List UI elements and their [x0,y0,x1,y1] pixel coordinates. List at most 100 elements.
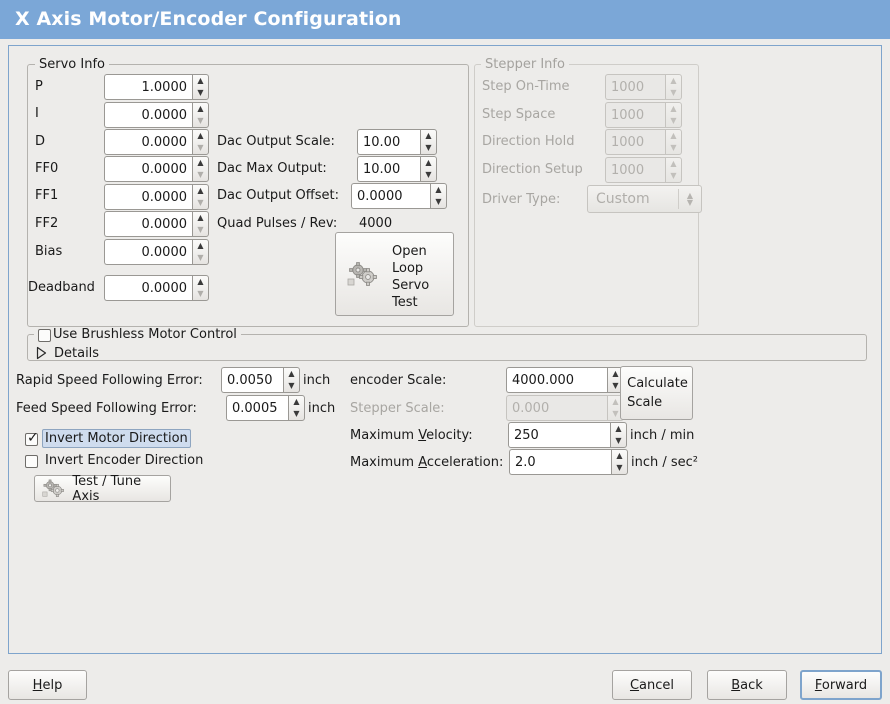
open-loop-servo-test-button[interactable]: Open Loop Servo Test [335,232,454,316]
dac-max-output-buttons[interactable]: ▲▼ [420,156,437,182]
servo-value-bias[interactable]: 0.0000 [104,239,192,265]
invert-encoder-checkbox[interactable] [25,455,38,468]
servo-spin-ff1[interactable]: 0.0000 ▲▼ [104,184,209,210]
invert-motor-focus-ring[interactable] [42,429,191,448]
servo-value-d[interactable]: 0.0000 [104,129,192,155]
spin-down-icon: ▼ [670,116,677,125]
servo-spin-d-buttons[interactable]: ▲▼ [192,129,209,155]
spin-down-icon[interactable]: ▼ [197,88,204,97]
spin-down-icon[interactable]: ▼ [197,289,204,298]
servo-value-ff0[interactable]: 0.0000 [104,156,192,182]
stepper-scale-spin: 0.000 ▲▼ [506,395,624,421]
servo-spin-ff2-buttons[interactable]: ▲▼ [192,211,209,237]
servo-spin-bias-buttons[interactable]: ▲▼ [192,239,209,265]
spin-up-icon[interactable]: ▲ [612,369,619,378]
spin-up-icon[interactable]: ▲ [293,397,300,406]
details-label[interactable]: Details [54,346,100,361]
brushless-checkbox[interactable] [38,329,51,342]
spin-up-icon[interactable]: ▲ [425,158,432,167]
spin-down-icon[interactable]: ▼ [197,116,204,125]
help-button[interactable]: Help [8,670,87,700]
invert-motor-label[interactable]: Invert Motor Direction [45,431,188,446]
encoder-scale-value[interactable]: 4000.000 [506,367,607,393]
spin-up-icon[interactable]: ▲ [197,241,204,250]
servo-spin-d[interactable]: 0.0000 ▲▼ [104,129,209,155]
spin-down-icon[interactable]: ▼ [425,143,432,152]
forward-button[interactable]: Forward [800,670,882,700]
back-button[interactable]: Back [707,670,787,700]
details-disclosure[interactable]: Details [36,344,126,364]
spin-down-icon[interactable]: ▼ [435,197,442,206]
dac-max-output-spin[interactable]: 10.00 ▲▼ [357,156,437,182]
spin-up-icon[interactable]: ▲ [425,131,432,140]
calculate-scale-button[interactable]: Calculate Scale [620,366,693,420]
step-on-time-buttons: ▲▼ [665,74,682,100]
servo-value-p[interactable]: 1.0000 [104,74,192,100]
spin-down-icon[interactable]: ▼ [288,381,295,390]
max-acceleration-buttons[interactable]: ▲▼ [611,449,628,475]
max-velocity-value[interactable]: 250 [508,422,610,448]
servo-value-deadband[interactable]: 0.0000 [104,275,192,301]
dac-output-offset-buttons[interactable]: ▲▼ [430,183,447,209]
servo-spin-ff1-buttons[interactable]: ▲▼ [192,184,209,210]
spin-down-icon[interactable]: ▼ [293,409,300,418]
feed-following-error-buttons[interactable]: ▲▼ [288,395,305,421]
spin-down-icon[interactable]: ▼ [612,381,619,390]
spin-down-icon[interactable]: ▼ [197,225,204,234]
spin-down-icon[interactable]: ▼ [197,170,204,179]
spin-down-icon[interactable]: ▼ [425,170,432,179]
servo-spin-p[interactable]: 1.0000 ▲▼ [104,74,209,100]
servo-value-ff2[interactable]: 0.0000 [104,211,192,237]
servo-spin-ff2[interactable]: 0.0000 ▲▼ [104,211,209,237]
servo-spin-deadband-buttons[interactable]: ▲▼ [192,275,209,301]
triangle-right-icon[interactable] [36,346,48,360]
spin-up-icon[interactable]: ▲ [288,369,295,378]
spin-down-icon[interactable]: ▼ [615,436,622,445]
spin-up-icon[interactable]: ▲ [197,213,204,222]
servo-spin-deadband[interactable]: 0.0000 ▲▼ [104,275,209,301]
spin-up-icon[interactable]: ▲ [197,131,204,140]
invert-encoder-label[interactable]: Invert Encoder Direction [45,453,204,468]
rapid-following-error-value[interactable]: 0.0050 [221,367,283,393]
spin-down-icon[interactable]: ▼ [616,463,623,472]
max-velocity-buttons[interactable]: ▲▼ [610,422,627,448]
invert-motor-checkbox[interactable]: ✓ [25,431,39,446]
spin-up-icon[interactable]: ▲ [435,185,442,194]
dac-output-offset-value[interactable]: 0.0000 [351,183,430,209]
cancel-button[interactable]: Cancel [612,670,692,700]
rapid-following-error-spin[interactable]: 0.0050 ▲▼ [221,367,300,393]
servo-spin-ff0-buttons[interactable]: ▲▼ [192,156,209,182]
dac-output-scale-buttons[interactable]: ▲▼ [420,129,437,155]
rapid-following-error-buttons[interactable]: ▲▼ [283,367,300,393]
max-acceleration-value[interactable]: 2.0 [509,449,611,475]
max-velocity-spin[interactable]: 250 ▲▼ [508,422,627,448]
encoder-scale-spin[interactable]: 4000.000 ▲ ▼ [506,367,624,393]
dac-max-output-value[interactable]: 10.00 [357,156,420,182]
spin-down-icon[interactable]: ▼ [197,143,204,152]
max-acceleration-spin[interactable]: 2.0 ▲▼ [509,449,628,475]
spin-up-icon[interactable]: ▲ [197,76,204,85]
servo-spin-bias[interactable]: 0.0000 ▲▼ [104,239,209,265]
servo-spin-i[interactable]: 0.0000 ▲▼ [104,102,209,128]
spin-up-icon[interactable]: ▲ [615,424,622,433]
spin-up-icon[interactable]: ▲ [197,104,204,113]
spin-down-icon[interactable]: ▼ [197,198,204,207]
spin-up-icon[interactable]: ▲ [197,158,204,167]
spin-down-icon[interactable]: ▼ [197,253,204,262]
spin-up-icon[interactable]: ▲ [197,277,204,286]
dac-output-offset-spin[interactable]: 0.0000 ▲▼ [351,183,447,209]
servo-label-deadband: Deadband [28,280,95,295]
servo-spin-i-buttons[interactable]: ▲▼ [192,102,209,128]
servo-info-legend: Servo Info [35,57,109,72]
feed-following-error-value[interactable]: 0.0005 [226,395,288,421]
dac-output-scale-value[interactable]: 10.00 [357,129,420,155]
servo-value-ff1[interactable]: 0.0000 [104,184,192,210]
feed-following-error-spin[interactable]: 0.0005 ▲▼ [226,395,305,421]
servo-spin-p-buttons[interactable]: ▲▼ [192,74,209,100]
spin-up-icon[interactable]: ▲ [616,451,623,460]
servo-spin-ff0[interactable]: 0.0000 ▲▼ [104,156,209,182]
servo-value-i[interactable]: 0.0000 [104,102,192,128]
spin-up-icon[interactable]: ▲ [197,186,204,195]
dac-output-scale-spin[interactable]: 10.00 ▲▼ [357,129,437,155]
test-tune-axis-button[interactable]: Test / Tune Axis [34,474,171,504]
